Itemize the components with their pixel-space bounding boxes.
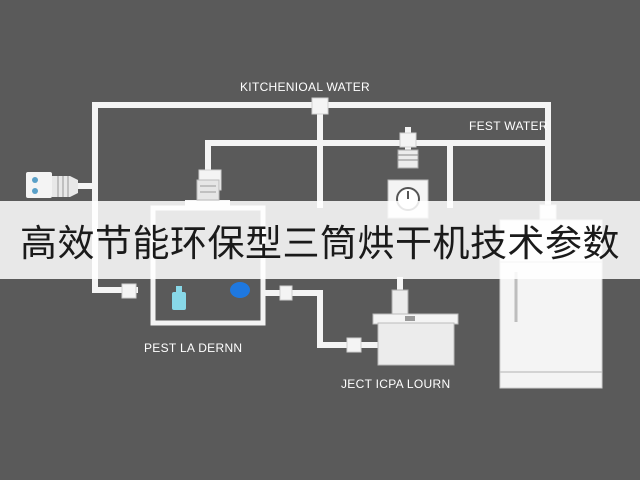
- coupling-tank-out: [279, 285, 293, 301]
- pipe-heater-loop: [205, 140, 453, 208]
- electrical-plug-icon: [26, 172, 78, 198]
- banner-title: 高效节能环保型三筒烘干机技术参数: [20, 222, 620, 265]
- pipe-top-main: [92, 102, 551, 213]
- pipe-network: [75, 102, 551, 348]
- title-banner: 高效节能环保型三筒烘干机技术参数: [0, 201, 640, 279]
- coupling-valve: [399, 132, 417, 148]
- coupling-pump: [346, 337, 362, 353]
- coupling-left: [121, 283, 137, 299]
- label-ject-icpa-lourn: JECT ICPA LOURN: [341, 377, 450, 391]
- label-pest-la-dernn: PEST LA DERNN: [144, 341, 242, 355]
- pipe-tank-outlet: [262, 290, 378, 348]
- water-pump: [372, 289, 459, 366]
- label-kitchen-water: KITCHENIOAL WATER: [240, 80, 370, 94]
- tank-blue-indicator: [230, 282, 250, 298]
- coupling-top: [311, 97, 329, 115]
- label-fest-water: FEST WATER: [469, 119, 548, 133]
- tank-bottle-icon: [172, 292, 186, 310]
